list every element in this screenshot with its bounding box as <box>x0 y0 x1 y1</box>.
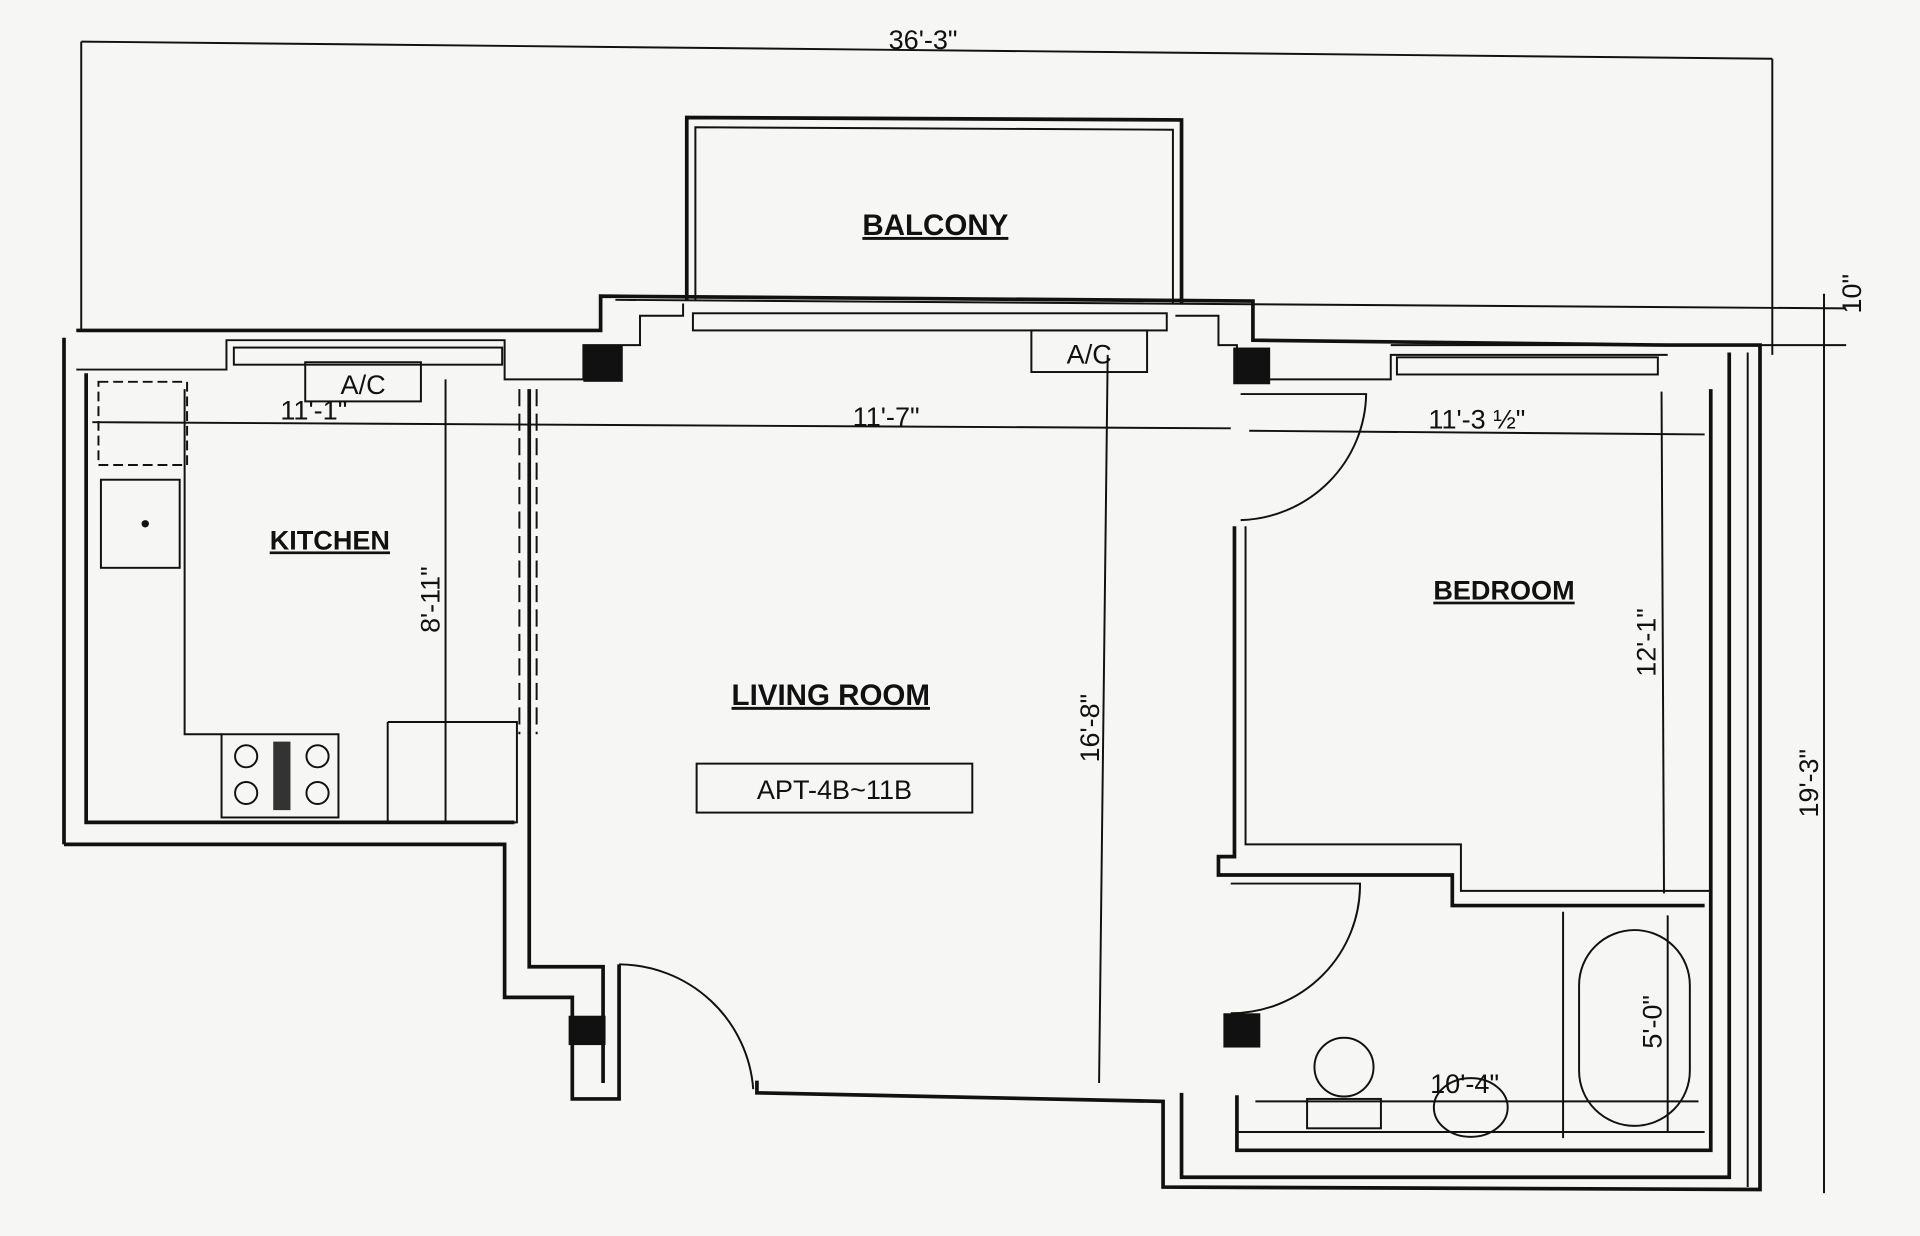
room-label-living-room: LIVING ROOM <box>732 679 930 712</box>
room-label-balcony: BALCONY <box>862 209 1008 242</box>
balcony <box>684 115 1184 304</box>
dim-kitchen-width: 11'-1" <box>280 396 347 426</box>
ac-label: A/C <box>341 370 386 400</box>
apartment-tag-box <box>695 762 974 814</box>
ac-label: A/C <box>1067 340 1112 370</box>
windows <box>232 312 1659 1048</box>
dim-bath-width: 10'-4" <box>1430 1069 1499 1099</box>
room-label-bedroom: BEDROOM <box>1433 576 1574 606</box>
dim-living-width: 11'-7" <box>853 402 920 432</box>
dim-offset: 10" <box>1837 274 1867 313</box>
dim-bedroom-width: 11'-3 ½" <box>1428 404 1525 434</box>
interior-walls <box>183 389 1711 1139</box>
dim-bedroom-depth: 12'-1" <box>1631 608 1661 677</box>
fixtures <box>97 329 1691 1138</box>
dim-bath-tub: 5'-0" <box>1637 995 1667 1049</box>
dim-living-depth: 16'-8" <box>1075 694 1105 763</box>
room-dimension-lines <box>92 354 1705 1132</box>
dim-kitchen-depth: 8'-11" <box>415 566 445 633</box>
dim-overall-width: 36'-3" <box>889 25 958 55</box>
apartment-tag: APT-4B~11B <box>757 775 912 805</box>
room-label-kitchen: KITCHEN <box>270 526 390 556</box>
doors <box>619 393 1368 1090</box>
dim-overall-depth: 19'-3" <box>1794 749 1824 818</box>
